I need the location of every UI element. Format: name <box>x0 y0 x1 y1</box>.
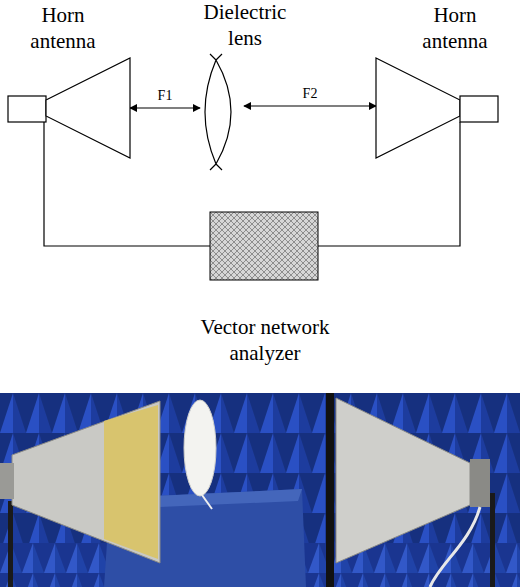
dielectric-lens: Dielectric lens <box>200 60 244 164</box>
node-label: Horn antenna <box>400 2 510 54</box>
lens-stand <box>202 495 212 509</box>
absorber-wall <box>0 393 520 587</box>
horn-antenna: Horn antenna <box>8 58 130 158</box>
node-label: Dielectric lens <box>190 0 300 51</box>
distance-label: F2 <box>290 86 330 102</box>
distance-label: F1 <box>145 88 185 104</box>
outline-part <box>205 54 231 170</box>
network-analyzer-outline <box>210 212 318 280</box>
horn-antenna-outline <box>8 58 130 158</box>
horn-feed <box>470 459 490 507</box>
network-analyzer: Vector network analyzer <box>210 212 318 280</box>
distance-arrow <box>130 107 200 108</box>
horn-inner <box>104 405 158 559</box>
lens-photo <box>184 400 216 496</box>
horn-antenna: Horn antenna <box>376 58 498 158</box>
stand-post <box>8 501 13 587</box>
distance-arrow <box>244 105 376 106</box>
stand-post <box>490 493 495 587</box>
horn-feed <box>0 463 14 499</box>
outline-part <box>460 96 498 122</box>
outline-part <box>8 96 46 122</box>
horn-antenna-outline <box>376 58 498 158</box>
outline-part <box>210 212 318 280</box>
cable <box>430 507 480 587</box>
outline-part <box>376 58 460 158</box>
node-label: Vector network analyzer <box>170 314 360 366</box>
horn-photo <box>12 401 160 563</box>
chamber-photo <box>0 393 520 587</box>
outline-part <box>46 58 130 158</box>
dielectric-lens-outline <box>200 60 244 164</box>
horn-photo <box>336 398 470 563</box>
seam <box>326 393 334 587</box>
node-label: Horn antenna <box>8 2 118 54</box>
